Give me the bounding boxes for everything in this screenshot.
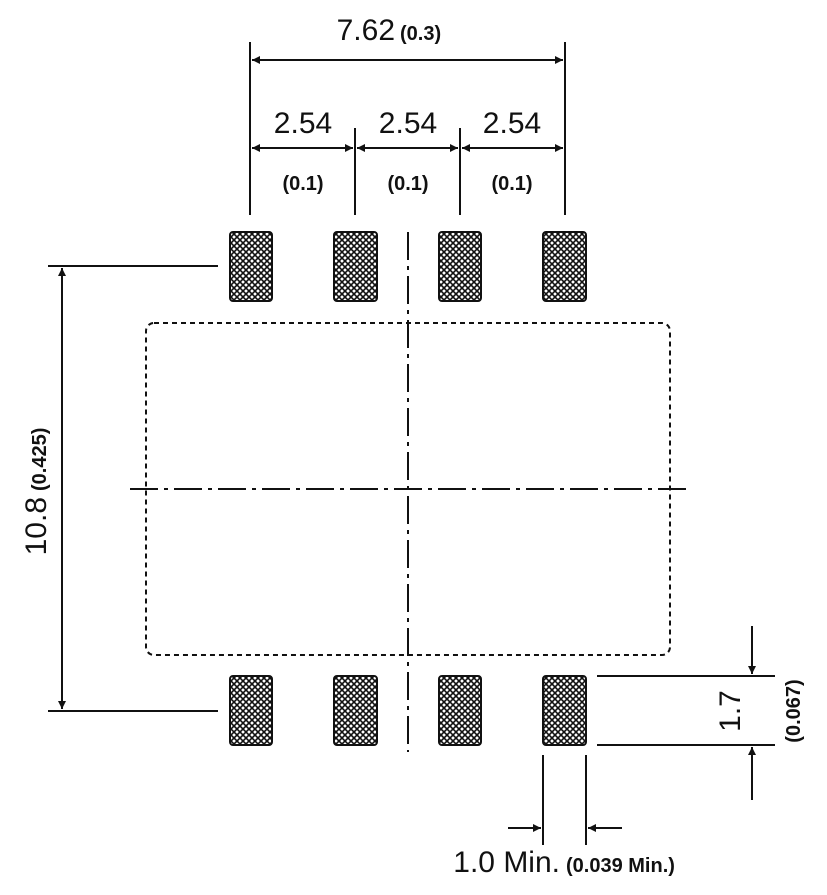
pad [542,231,587,302]
pad-length-inch: (0.067) [783,679,805,742]
pad-length-dimension: 1.7 (0.067) [597,626,805,800]
pad [542,675,587,746]
overall-length-mm: 10.8 [20,497,53,555]
pitch-2-mm: 2.54 [379,107,437,140]
pad-width-inch: (0.039 Min.) [566,855,675,877]
overall-length-inch: (0.425) [29,428,51,491]
pad-width-dimension: 1.0 Min. (0.039 Min.) [453,755,675,879]
pitch-1-inch: (0.1) [282,173,323,195]
pad-length-mm: 1.7 [714,690,747,732]
pitch-1-mm: 2.54 [274,107,332,140]
overall-length-dimension: 10.8 (0.425) [20,265,218,712]
pad [438,675,482,746]
overall-width-mm: 7.62 [337,14,395,47]
pad [229,675,273,746]
pitch-2-inch: (0.1) [387,173,428,195]
top-pads [229,231,587,302]
overall-width-inch: (0.3) [400,23,441,45]
overall-width-dimension: 7.62 (0.3) [249,14,566,215]
bottom-pads [229,675,587,746]
pitch-3-inch: (0.1) [491,173,532,195]
pad-width-mm: 1.0 Min. [453,846,560,879]
pad [438,231,482,302]
pitch-3-mm: 2.54 [483,107,541,140]
pad [229,231,273,302]
pad [333,231,378,302]
pitch-dimensions: 2.54 2.54 2.54 (0.1) (0.1) (0.1) [252,107,563,215]
pad [333,675,378,746]
